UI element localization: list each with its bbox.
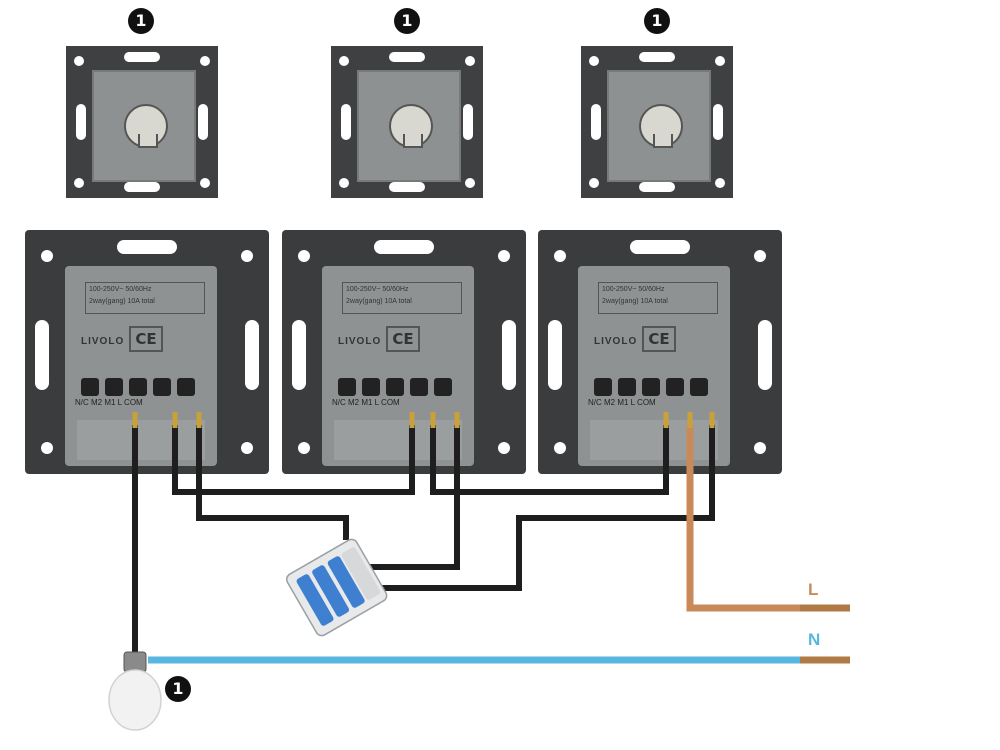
- brand-label: LIVOLO: [338, 336, 382, 347]
- ce-mark: CE: [386, 326, 420, 352]
- rotary-knob-icon: [639, 104, 683, 148]
- switch-mechanism-3: [581, 46, 733, 198]
- switch-mechanism-1: [66, 46, 218, 198]
- live-wire-label: L: [808, 580, 819, 599]
- ce-mark: CE: [129, 326, 163, 352]
- control-wires: [132, 425, 715, 660]
- terminal-labels: N/C M2 M1 L COM: [588, 398, 656, 407]
- number-badge-1: 1: [128, 8, 154, 34]
- wago-connector-icon: [285, 538, 388, 637]
- brand-label: LIVOLO: [594, 336, 638, 347]
- brand-label: LIVOLO: [81, 336, 125, 347]
- live-wire: [686, 425, 800, 612]
- terminal-labels: N/C M2 M1 L COM: [332, 398, 400, 407]
- terminal-labels: N/C M2 M1 L COM: [75, 398, 143, 407]
- neutral-wire-label: N: [808, 630, 821, 649]
- number-badge-lamp: 1: [165, 676, 191, 702]
- switch-mechanism-2: [331, 46, 483, 198]
- number-badge-2: 1: [394, 8, 420, 34]
- ce-mark: CE: [642, 326, 676, 352]
- number-badge-3: 1: [644, 8, 670, 34]
- light-bulb-icon: [108, 651, 162, 731]
